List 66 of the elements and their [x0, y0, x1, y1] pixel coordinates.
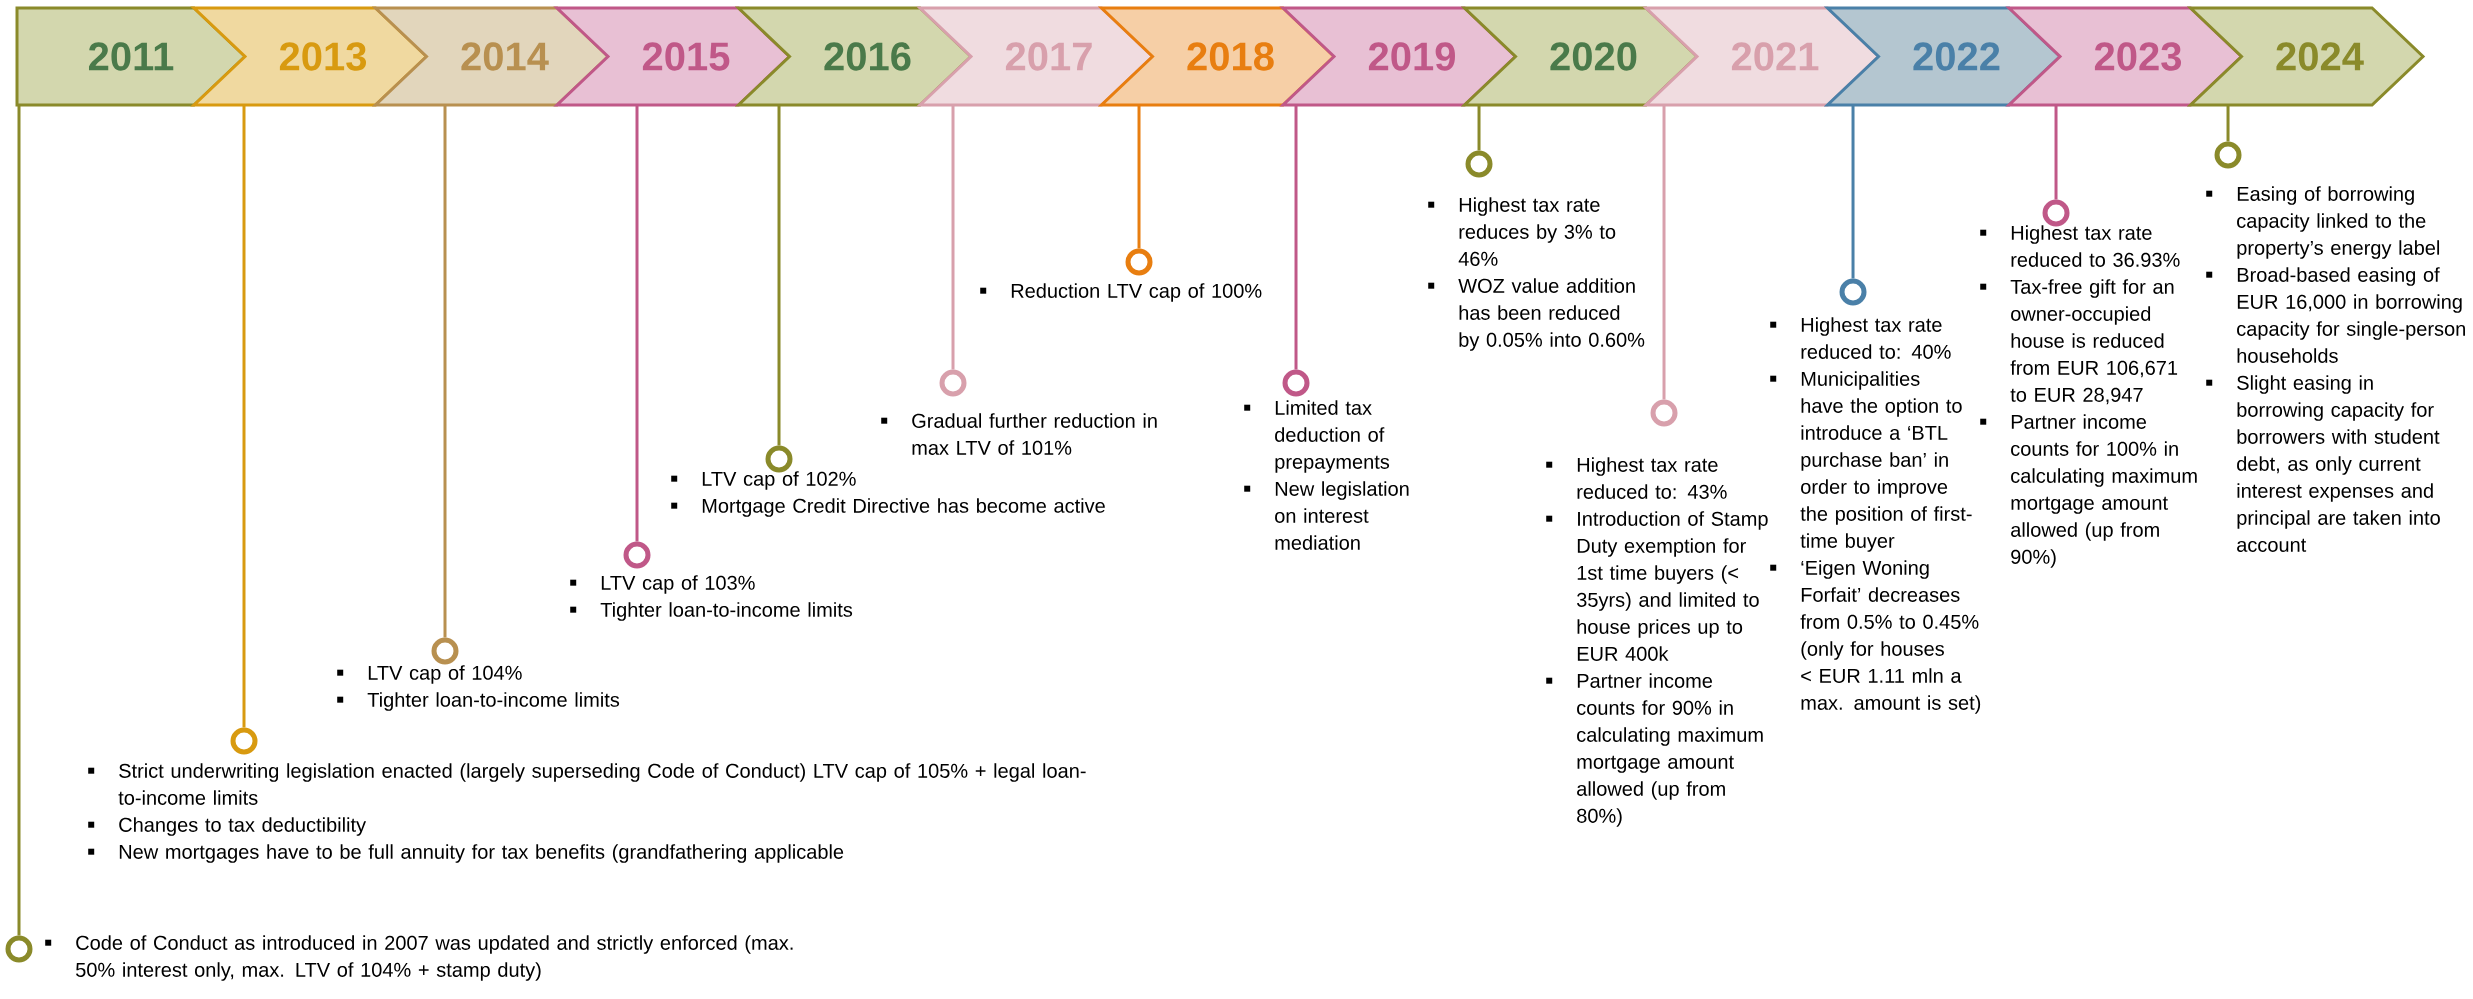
bullet-point: Slight easing in borrowing capacity for borrowers with student debt, as only current interest expenses and principal are taken into account — [2206, 375, 2440, 552]
connector-line — [2226, 105, 2230, 142]
connector-line — [951, 105, 955, 370]
bullet-point: Code of Conduct as introduced in 2007 was updated and strictly enforced (max. 50% interest only, max. LTV of 104% + stamp duty) — [45, 935, 793, 981]
connector-line — [2054, 105, 2058, 200]
bullet-point: Tighter loan-to-income limits — [337, 692, 620, 711]
ring-marker — [1465, 150, 1493, 178]
ring-marker — [623, 541, 651, 569]
year-box: 2018 — [1097, 6, 1337, 107]
bullet-point: Mortgage Credit Directive has become active — [671, 498, 1105, 517]
ring-marker — [1839, 278, 1867, 306]
connector-line — [1477, 105, 1481, 151]
connector-line — [1294, 105, 1298, 370]
bullet-point: Highest tax rate reduced to 36.93% — [1980, 225, 2180, 267]
connector-line — [777, 105, 781, 446]
ring-marker — [2042, 199, 2070, 227]
ring-marker — [1282, 369, 1310, 397]
year-box: 2022 — [1823, 6, 2063, 107]
ring-marker — [2214, 141, 2242, 169]
connector-line — [242, 105, 246, 728]
year-box: 2014 — [371, 6, 611, 107]
connector-line — [443, 105, 447, 638]
ring-marker — [1650, 399, 1678, 427]
bullet-point: Tighter loan-to-income limits — [570, 602, 853, 621]
bullet-point: LTV cap of 104% — [337, 665, 522, 684]
ring-marker — [431, 637, 459, 665]
bullet-point: Strict underwriting legislation enacted (largely superseding Code of Conduct) LTV cap of 105% + legal loan-to-income limits — [88, 763, 1086, 805]
bullet-point: New mortgages have to be full annuity for tax benefits (grandfathering applicable — [88, 844, 844, 863]
bullet-point: Gradual further reduction in max LTV of 101% — [881, 413, 1157, 455]
bullet-point: Highest tax rate reduced to: 40% — [1770, 317, 1951, 359]
connector-line — [1137, 105, 1141, 249]
year-box: 2021 — [1642, 6, 1881, 107]
bullet-point: LTV cap of 102% — [671, 471, 856, 490]
year-box: 2024 — [2186, 6, 2426, 107]
bullet-point: New legislation on interest mediation — [1244, 481, 1409, 550]
year-box: 2016 — [734, 6, 974, 107]
year-box: 2020 — [1460, 6, 1700, 107]
bullet-point: ‘Eigen Woning Forfait’ decreases from 0.5% to 0.45% (only for houses < EUR 1.11 mln a max. amount is set) — [1770, 560, 1981, 714]
bullet-point: LTV cap of 103% — [570, 575, 755, 594]
bullet-point: Tax-free gift for an owner-occupied house is reduced from EUR 106,671 to EUR 28,947 — [1980, 279, 2178, 405]
bullet-point: Reduction LTV cap of 100% — [980, 283, 1262, 302]
bullet-point: Easing of borrowing capacity linked to the property’s energy label — [2206, 186, 2440, 259]
bullet-point: Broad-based easing of EUR 16,000 in borrowing capacity for single-person households — [2206, 267, 2465, 363]
bullet-point: Municipalities have the option to introduce a ‘BTL purchase ban’ in order to improve the position of first-time buyer — [1770, 371, 1972, 552]
connector-line — [1851, 105, 1855, 279]
bullet-point: Changes to tax deductibility — [88, 817, 366, 836]
ring-marker — [765, 445, 793, 473]
connector-line — [17, 105, 21, 936]
year-box: 2013 — [190, 6, 429, 107]
bullet-point: Partner income counts for 100% in calculating maximum mortgage amount allowed (up from 90%) — [1980, 414, 2197, 568]
ring-marker — [939, 369, 967, 397]
year-box: 2015 — [553, 6, 792, 107]
bullet-point: Highest tax rate reduced to: 43% — [1546, 457, 1727, 499]
year-box: 2023 — [2005, 6, 2244, 107]
bullet-point: WOZ value addition has been reduced by 0.05% into 0.60% — [1428, 278, 1645, 351]
bullet-point: Partner income counts for 90% in calculating maximum mortgage amount allowed (up from 80%) — [1546, 673, 1763, 827]
year-box: 2019 — [1279, 6, 1518, 107]
ring-marker — [5, 935, 33, 963]
connector-line — [635, 105, 639, 542]
bullet-point: Introduction of Stamp Duty exemption for 1st time buyers (< 35yrs) and limited to house prices up to EUR 400k — [1546, 511, 1768, 661]
year-box: 2017 — [916, 6, 1155, 107]
bullet-point: Limited tax deduction of prepayments — [1244, 400, 1390, 473]
connector-line — [1662, 105, 1666, 400]
bullet-point: Highest tax rate reduces by 3% to 46% — [1428, 197, 1616, 266]
ring-marker — [230, 727, 258, 755]
ring-marker — [1125, 248, 1153, 276]
